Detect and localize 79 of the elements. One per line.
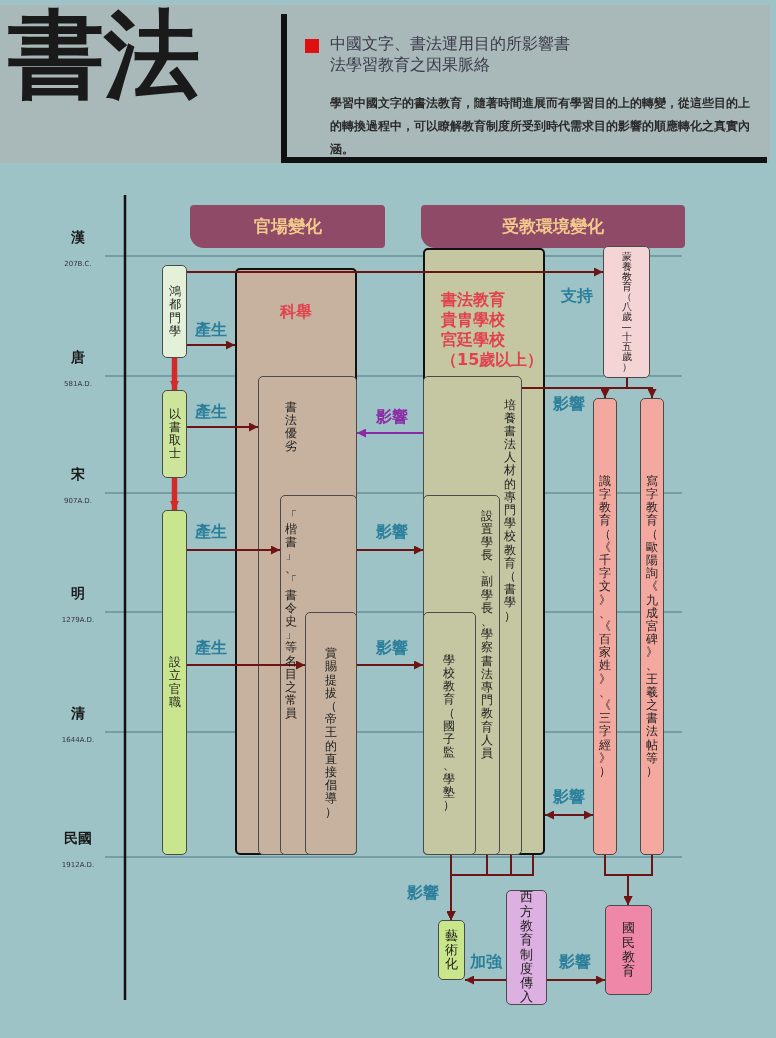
edge-label: 影響: [558, 951, 592, 973]
box-label: 貴胄學校: [441, 310, 506, 330]
box-label: 學校教育（國子監、學塾）: [443, 653, 455, 813]
arrow: [186, 340, 236, 350]
process-box: [506, 890, 547, 1005]
box-label: 宮廷學校: [441, 330, 506, 350]
era-name: 明: [70, 585, 86, 602]
box-label: 培養書法人材的專門學校教育（書學）: [503, 398, 516, 623]
process-box: [162, 510, 187, 855]
arrow: [546, 975, 606, 985]
era-name: 漢: [70, 229, 86, 246]
header-band: [190, 205, 385, 248]
process-box: [162, 265, 187, 358]
box-label: 鴻都門學: [168, 285, 181, 338]
process-box: [593, 398, 617, 855]
edge-label: 支持: [560, 285, 594, 307]
box-heading: 受教環境變化: [502, 215, 604, 238]
process-box: [603, 246, 650, 378]
edge-label: 影響: [552, 786, 586, 808]
arrow: [446, 854, 534, 921]
box-heading: 官場變化: [253, 215, 322, 238]
arrow: [356, 660, 424, 670]
arrow: [623, 854, 653, 906]
group-box: [422, 375, 522, 855]
edge-label: 影響: [552, 393, 586, 415]
process-box: [640, 398, 664, 855]
arrow: [186, 545, 281, 555]
group-box: [279, 494, 357, 855]
process-box: [605, 905, 652, 995]
arrow: [186, 267, 604, 277]
box-label: （15歲以上）: [441, 350, 544, 370]
box-label: 西方教育制度傳入: [520, 890, 533, 1005]
arrow: [356, 428, 424, 438]
era-name: 唐: [70, 349, 86, 366]
edge-label: 產生: [194, 637, 228, 659]
edge-label: 產生: [194, 521, 228, 543]
process-box: [422, 611, 476, 855]
group-box: [423, 248, 545, 855]
process-box: [162, 390, 187, 478]
box-label: 賞賜提拔（帝王的直接倡導）: [324, 647, 337, 819]
edge-label: 影響: [406, 882, 440, 904]
box-label: 蒙養教育（八歲—十五歲）: [621, 252, 632, 372]
edge-label: 產生: [194, 319, 228, 341]
arrow: [170, 478, 179, 510]
box-heading: 科舉: [280, 302, 312, 323]
description: 學習中國文字的書法教育，隨著時間進展而有學習目的上的轉變，從這些目的上的轉換過程中，可以瞭解教育制度所受到時代需求目的影響的順應轉化之真實內涵。: [330, 95, 750, 158]
arrow: [186, 660, 306, 670]
edge-label: 影響: [375, 406, 409, 428]
process-box: [438, 920, 465, 980]
group-box: [422, 494, 500, 855]
box-label: 設立官職: [168, 656, 181, 709]
edge-label: 加強: [469, 951, 503, 973]
box-label: 以書取士: [168, 407, 181, 461]
arrow: [544, 810, 594, 820]
edge-label: 影響: [375, 521, 409, 543]
box-label: 寫字教育（歐陽詢《九成宮碑》、王羲之書法帖等）: [646, 474, 658, 779]
box-label: 書法優劣: [284, 400, 297, 454]
title: 中國文字、書法運用目的所影響書法學習教育之因果脈絡: [330, 34, 571, 76]
box-label: 設置學長、副學長、學察書法專門教育人員: [480, 509, 493, 761]
box-label: 藝術化: [445, 928, 458, 972]
box-label: 書法教育: [441, 290, 506, 310]
process-box: [304, 611, 357, 855]
era-name: 清: [70, 705, 86, 722]
era-name: 宋: [70, 466, 86, 483]
box-label: 識字教育（《千字文》、《百家姓》、《三字經》）: [599, 474, 611, 779]
connector-line: [626, 377, 653, 399]
arrow: [356, 545, 424, 555]
edge-label: 影響: [375, 637, 409, 659]
box-label: 「楷書」、「書令史」等名目之常員: [284, 509, 297, 721]
era-name: 民國: [63, 830, 93, 847]
group-box: [235, 268, 357, 855]
arrow: [464, 975, 507, 985]
box-label: 國民教育: [622, 921, 635, 979]
arrow: [170, 358, 179, 390]
edge-label: 產生: [194, 401, 228, 423]
header-band: [421, 205, 685, 248]
arrow: [186, 422, 259, 432]
calligraphy-title: 書法: [8, 0, 201, 111]
group-box: [257, 375, 357, 855]
